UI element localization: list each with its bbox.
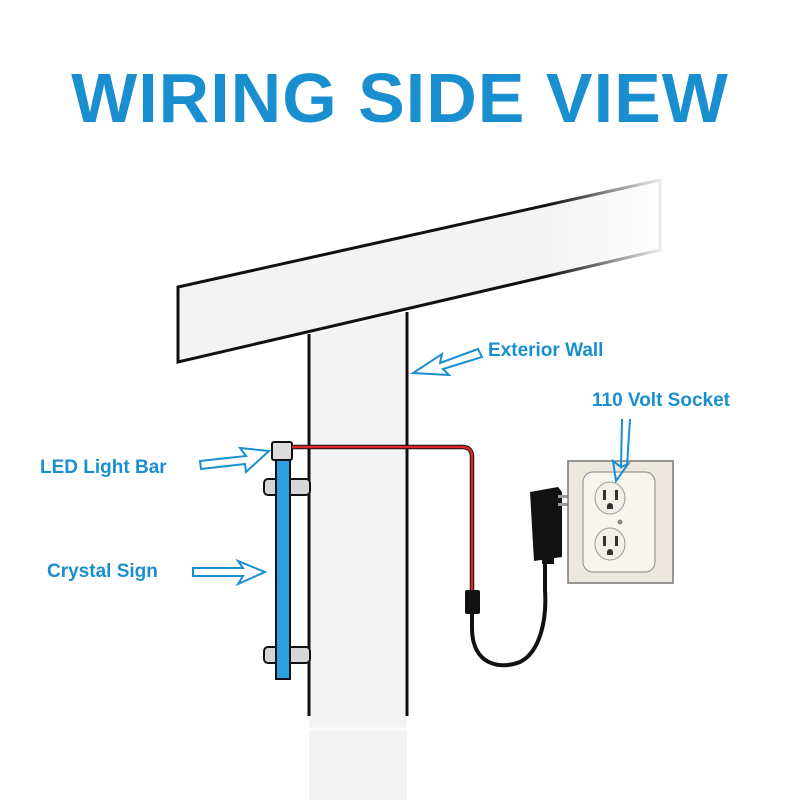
socket-label: 110 Volt Socket xyxy=(592,390,730,411)
diagram-title: WIRING SIDE VIEW xyxy=(71,59,729,137)
arrow-led-bar-icon xyxy=(198,446,272,475)
red-wire xyxy=(292,444,475,592)
arrow-exterior-wall-icon xyxy=(409,347,484,377)
crystal-sign-panel xyxy=(275,450,291,680)
roof-beam xyxy=(176,170,670,370)
power-adapter xyxy=(530,487,574,564)
connector-plug xyxy=(465,590,480,614)
led-light-bar-label: LED Light Bar xyxy=(40,457,167,478)
wall-socket xyxy=(567,460,674,584)
led-light-bar xyxy=(271,441,293,461)
power-cable xyxy=(470,560,548,668)
arrow-socket-icon xyxy=(611,418,631,484)
arrow-crystal-sign-icon xyxy=(192,558,268,587)
crystal-sign-label: Crystal Sign xyxy=(47,561,158,582)
exterior-wall xyxy=(300,312,415,800)
exterior-wall-label: Exterior Wall xyxy=(488,340,604,361)
